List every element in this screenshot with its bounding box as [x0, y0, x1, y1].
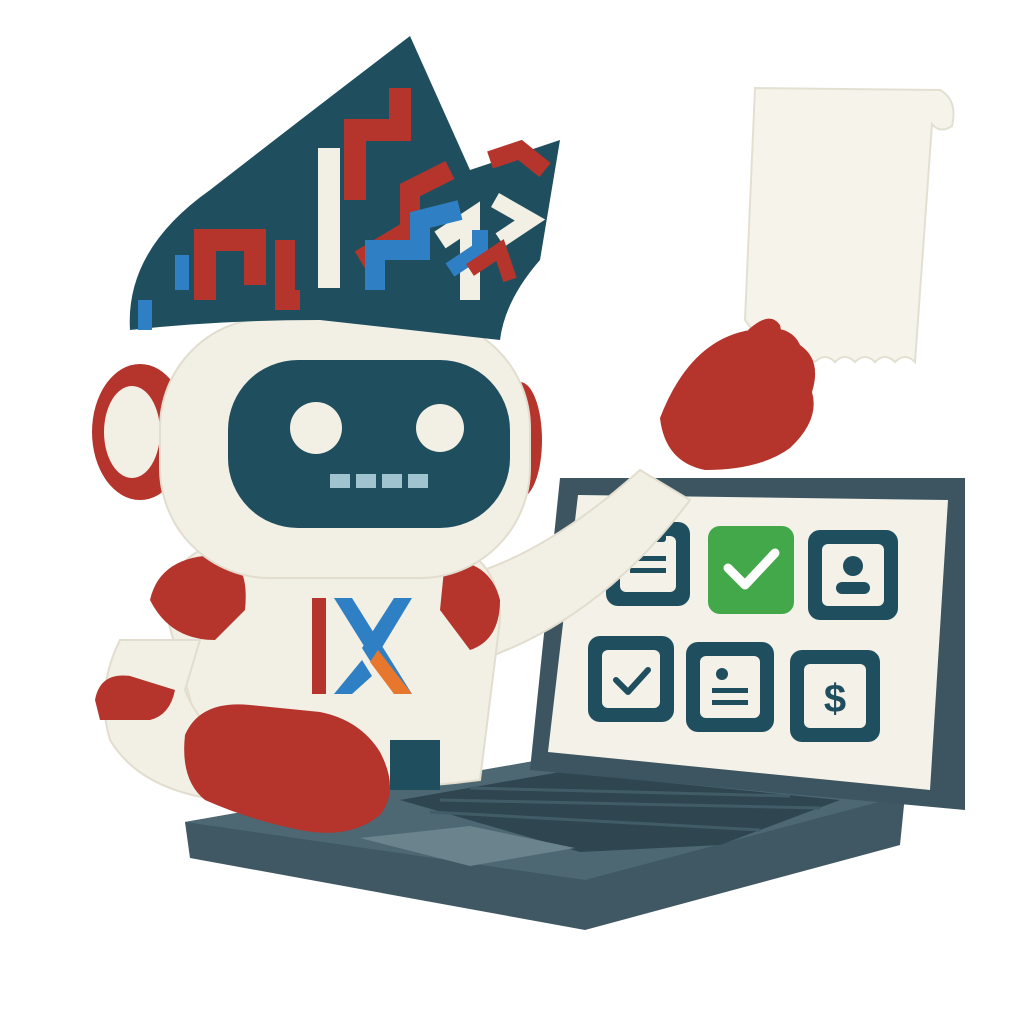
svg-text:$: $: [824, 677, 846, 721]
dollar-sign-icon: $: [790, 650, 880, 742]
mouth: [330, 474, 428, 488]
keyboard: [400, 772, 840, 852]
checkbox-icon: [588, 636, 674, 722]
left-eye: [290, 402, 342, 454]
robot-left-arm: [95, 639, 390, 833]
screen-tiles: $: [588, 522, 898, 742]
checkmark-icon: [708, 526, 794, 614]
user-profile-icon: [808, 530, 898, 620]
right-eye: [416, 404, 464, 452]
robot-head: [92, 317, 542, 579]
ix-logo: IX: [312, 598, 412, 694]
patterned-hat: [129, 36, 560, 340]
visor: [228, 360, 510, 528]
left-shoulder-pad: [150, 555, 246, 640]
right-shoulder-pad: [440, 560, 500, 650]
paper-receipt: [743, 86, 955, 365]
id-card-icon: [686, 642, 774, 732]
robot-raised-arm: [448, 318, 816, 662]
trackpad: [360, 826, 575, 866]
left-glove: [184, 704, 390, 833]
